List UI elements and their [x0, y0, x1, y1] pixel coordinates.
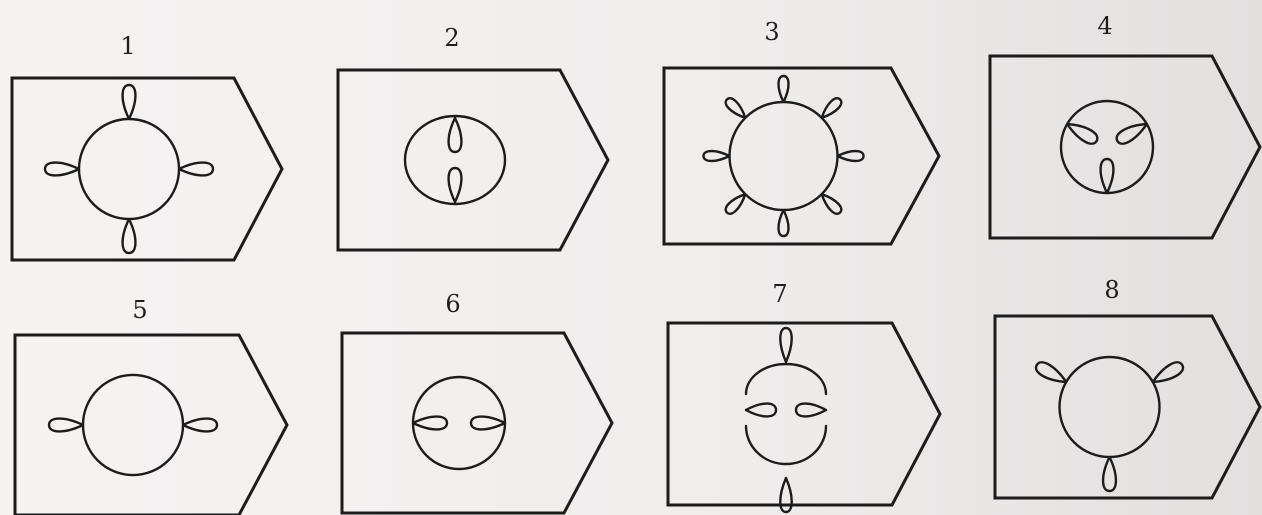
- card-7: 7: [668, 280, 940, 512]
- card-number-label: 8: [1104, 276, 1119, 304]
- card-number-label: 5: [132, 296, 147, 324]
- loop-pattern: [704, 76, 864, 236]
- card-5: 5: [15, 296, 287, 515]
- card-outline: [342, 333, 612, 513]
- card-outline: [995, 316, 1260, 498]
- card-outline: [668, 323, 940, 505]
- card-outline: [15, 335, 287, 515]
- card-4: 4: [990, 12, 1260, 238]
- card-outline: [338, 70, 608, 250]
- loop-pattern: [1036, 357, 1183, 491]
- card-2: 2: [338, 24, 608, 250]
- card-number-label: 4: [1097, 12, 1112, 40]
- loop-pattern: [49, 375, 217, 475]
- card-outline: [664, 68, 939, 244]
- loop-pattern: [45, 85, 213, 253]
- card-3: 3: [664, 18, 939, 244]
- card-number-label: 3: [764, 18, 779, 46]
- card-number-label: 7: [772, 280, 787, 308]
- loop-pattern: [1061, 101, 1153, 193]
- card-number-label: 2: [444, 24, 459, 52]
- card-number-label: 1: [120, 32, 135, 60]
- card-outline: [990, 56, 1260, 238]
- loop-pattern: [413, 377, 505, 469]
- loop-pattern: [746, 328, 826, 512]
- loop-pattern: [405, 116, 505, 204]
- card-6: 6: [342, 290, 612, 513]
- card-outline: [12, 78, 282, 260]
- card-8: 8: [995, 276, 1260, 498]
- card-number-label: 6: [445, 290, 460, 318]
- card-1: 1: [12, 32, 282, 260]
